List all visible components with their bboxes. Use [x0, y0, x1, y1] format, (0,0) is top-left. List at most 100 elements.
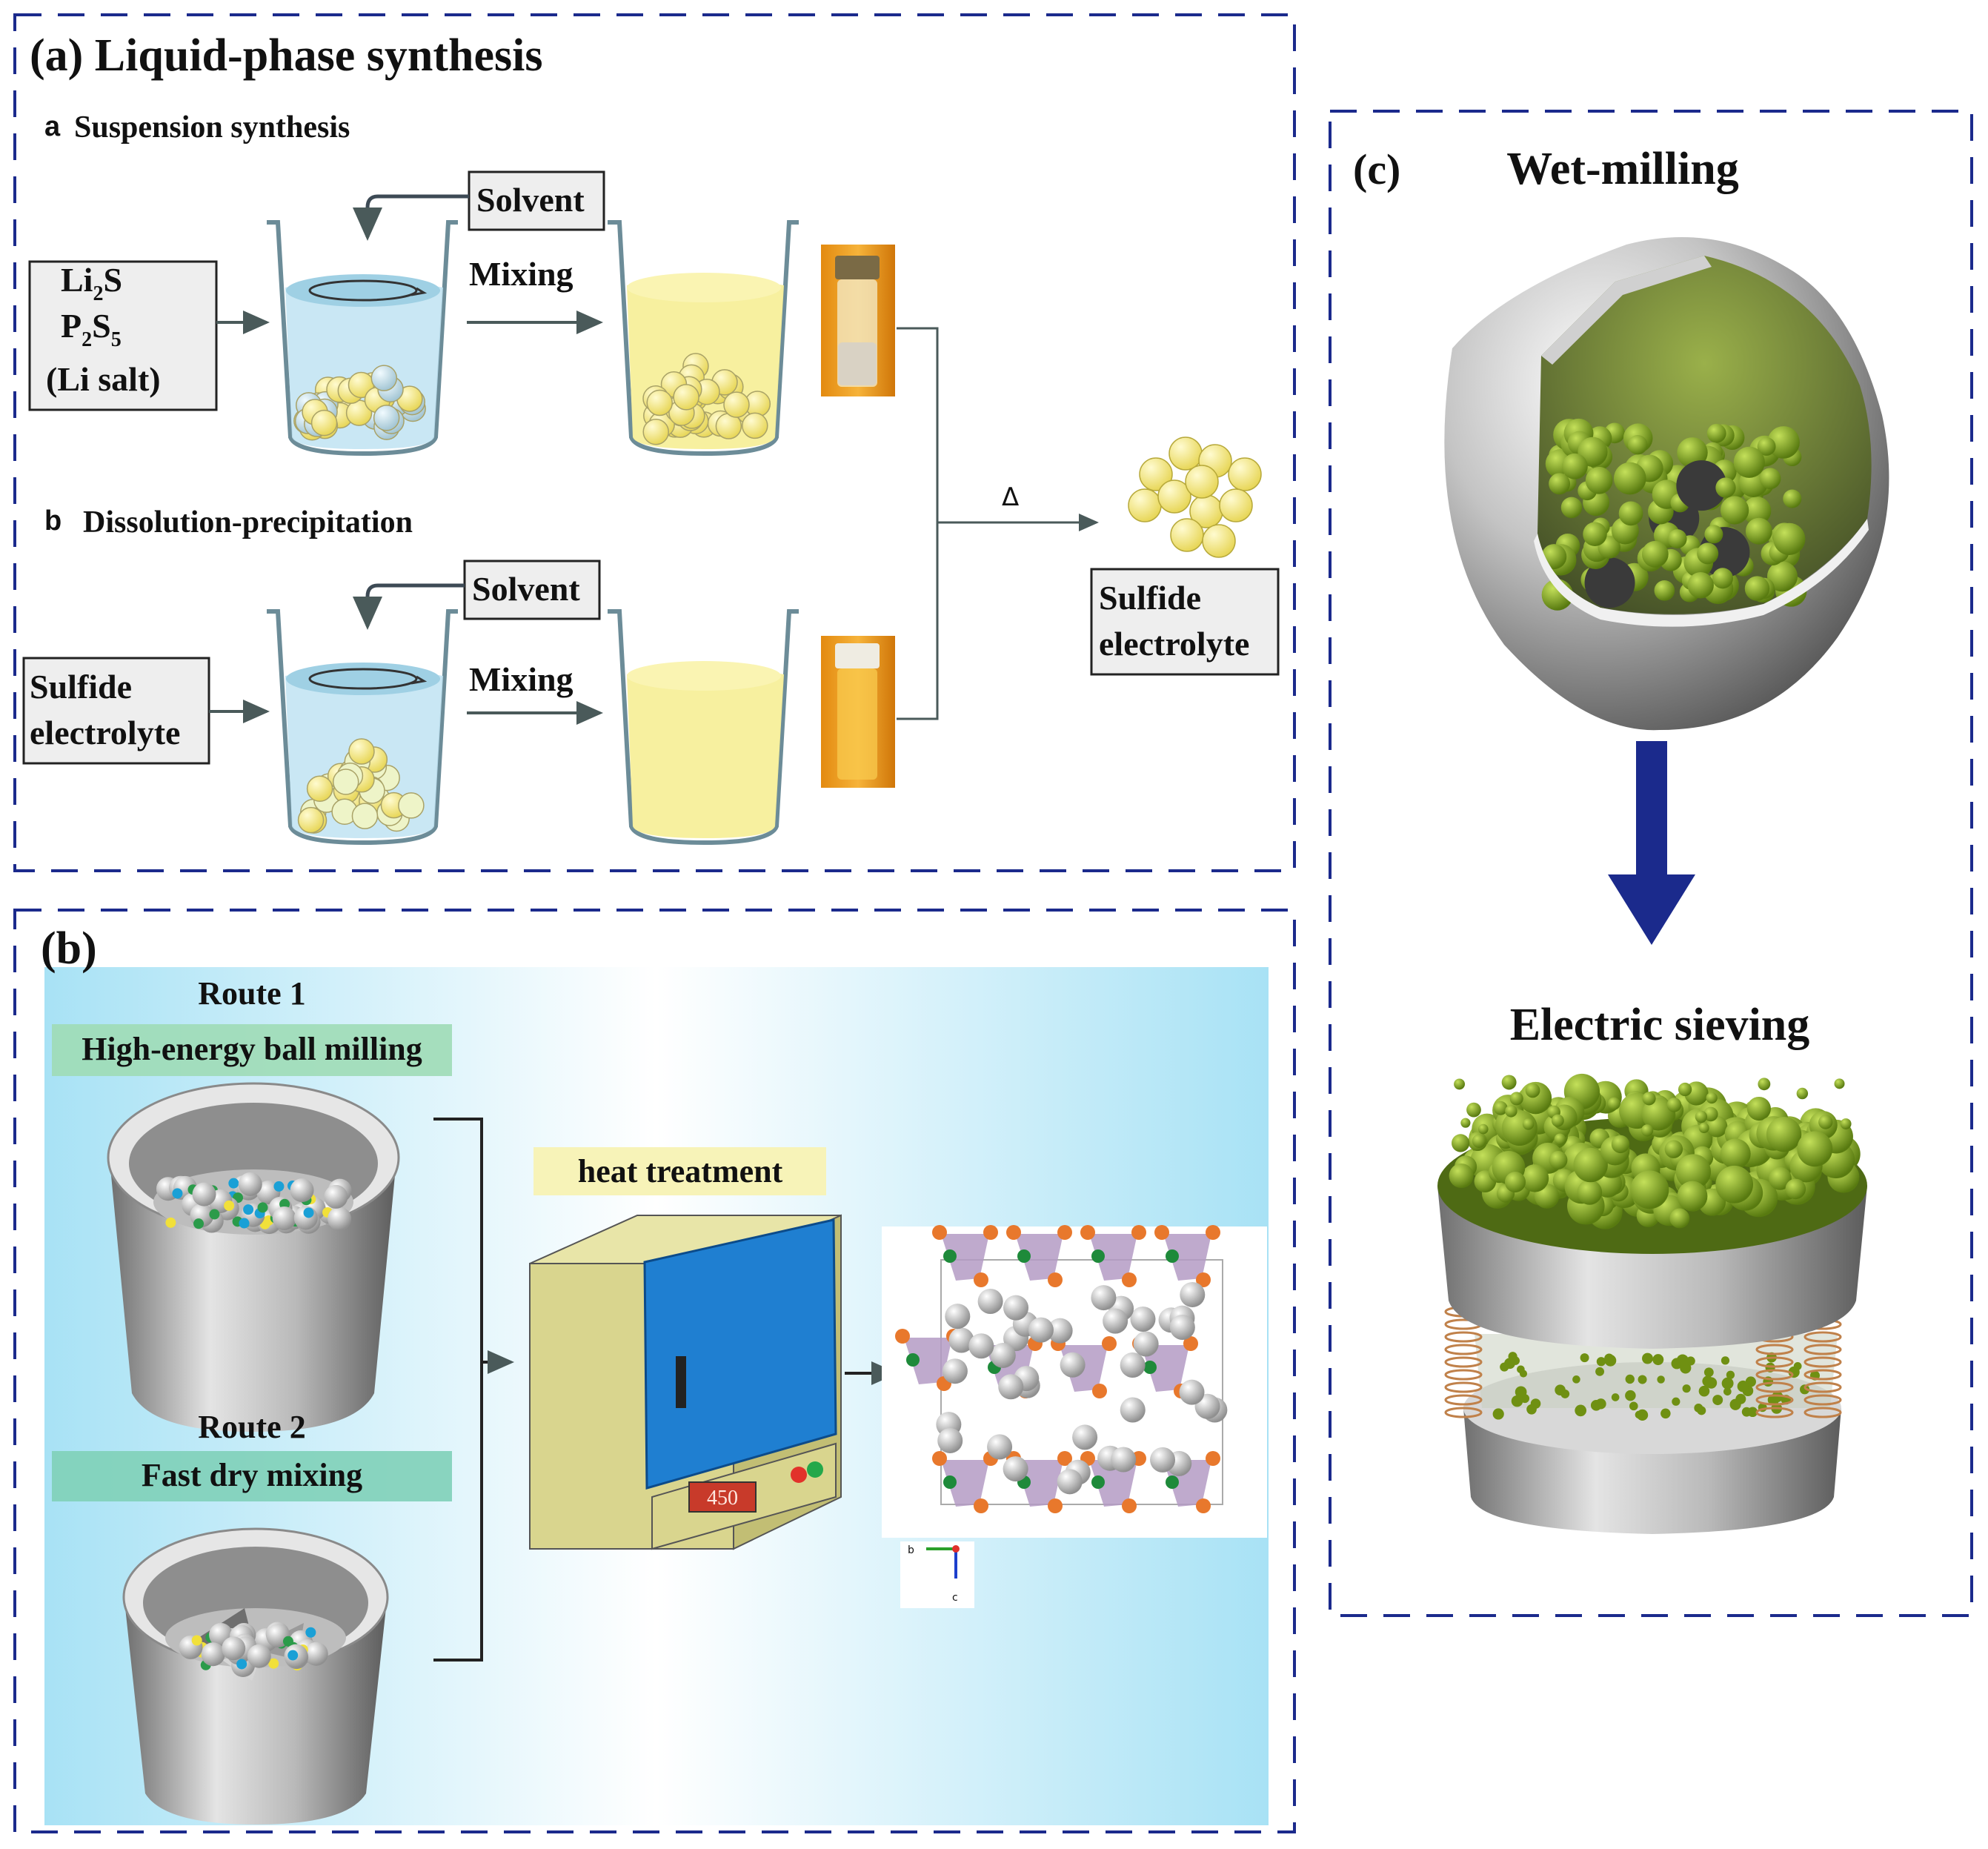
green-particle: [1706, 423, 1726, 443]
falling-particle: [1698, 1385, 1710, 1397]
crystal-structure: b c: [882, 1225, 1267, 1608]
green-particle: [1675, 1154, 1711, 1189]
lithium-atom: [937, 1427, 963, 1453]
mixing-jar-route2: [122, 1527, 389, 1825]
green-particle: [1607, 1097, 1620, 1110]
panel-b-frame: [13, 909, 1296, 1833]
milling-ball: [165, 1217, 176, 1228]
green-particle: [1745, 517, 1772, 545]
falling-particle: [1672, 1397, 1681, 1406]
electrolyte-particle: [398, 792, 425, 819]
green-particle: [1715, 477, 1736, 498]
falling-particle: [1723, 1387, 1732, 1396]
green-particle: [1551, 1114, 1564, 1127]
green-particle: [1766, 1117, 1802, 1152]
green-particle: [1613, 462, 1646, 495]
sulfur-atom: [1206, 1225, 1220, 1240]
solvent-arrow-a: [353, 194, 469, 241]
sulfur-atom: [1122, 1272, 1137, 1287]
milling-ball: [222, 1636, 246, 1661]
milling-jar-route1: [107, 1082, 400, 1432]
spring-coil: [1804, 1331, 1842, 1343]
sulfur-atom: [983, 1225, 998, 1240]
lithium-atom: [945, 1304, 971, 1330]
solvent-box-a: [468, 170, 605, 231]
lithium-atom: [1120, 1352, 1146, 1378]
green-particle: [1758, 1078, 1771, 1091]
product-box: [1090, 568, 1280, 676]
precursor-particle: [370, 365, 398, 391]
electrolyte-particle: [348, 738, 375, 765]
milling-ball: [193, 1218, 205, 1229]
product-particle: [1185, 465, 1219, 499]
sulfur-atom: [1057, 1451, 1072, 1466]
green-particle: [1501, 1075, 1517, 1090]
green-particle: [1834, 1078, 1845, 1089]
product-particle: [1202, 524, 1236, 558]
lithium-atom: [1150, 1447, 1176, 1473]
green-particle: [1766, 561, 1798, 592]
green-particle: [1757, 437, 1776, 456]
lithium-atom: [1111, 1447, 1137, 1473]
green-particle: [1577, 1180, 1603, 1205]
lithium-atom: [1133, 1331, 1159, 1357]
sulfide-input-line1: Sulfide: [30, 668, 132, 706]
falling-particle: [1745, 1376, 1756, 1387]
ps4-tetrahedron: [1089, 1234, 1137, 1281]
green-particle: [1840, 1118, 1852, 1129]
grinding-ball: [1676, 460, 1727, 511]
precursor-box: [28, 260, 218, 411]
falling-particle: [1735, 1393, 1746, 1404]
furnace: 450: [529, 1214, 842, 1550]
milling-ball: [272, 1206, 296, 1231]
ps4-tetrahedron: [904, 1338, 952, 1384]
grinding-ball: [1584, 557, 1635, 608]
route2-method: Fast dry mixing: [142, 1457, 362, 1493]
suspended-particle: [723, 391, 750, 418]
milling-ball: [257, 1202, 268, 1213]
down-arrow: [1608, 741, 1695, 945]
falling-particle: [1526, 1404, 1537, 1415]
green-particle: [1642, 1092, 1656, 1106]
falling-particle: [1511, 1395, 1523, 1407]
lithium-atom: [1180, 1281, 1206, 1307]
sulfur-atom: [1092, 1384, 1107, 1398]
green-particle: [1618, 501, 1643, 526]
green-particle: [1785, 1178, 1806, 1200]
green-particle: [1698, 1122, 1709, 1133]
green-particle: [1640, 1124, 1654, 1137]
panel-b-label: (b): [41, 923, 97, 974]
spring-coil: [1444, 1381, 1483, 1393]
green-particle: [1522, 1118, 1535, 1130]
falling-particle: [1500, 1362, 1509, 1372]
falling-particle: [1517, 1365, 1525, 1374]
falling-particle: [1686, 1356, 1695, 1366]
green-particle: [1664, 1140, 1683, 1158]
electrolyte-particle: [306, 775, 333, 802]
green-particle: [1452, 1134, 1470, 1152]
phosphorus-atom: [1091, 1475, 1105, 1489]
sulfur-atom: [1196, 1498, 1211, 1513]
dissolution-letter: b: [44, 505, 61, 537]
green-particle: [1585, 466, 1613, 494]
milling-ball: [247, 1644, 271, 1668]
green-particle: [1630, 1170, 1669, 1209]
vial-suspension-photo: [821, 245, 895, 396]
falling-particle: [1515, 1386, 1527, 1398]
green-particle: [1554, 1133, 1566, 1145]
axis-b-label: b: [908, 1544, 914, 1556]
falling-particle: [1625, 1390, 1636, 1401]
falling-particle: [1604, 1353, 1615, 1364]
mixing-label-a: Mixing: [469, 255, 574, 293]
milling-ball: [282, 1636, 293, 1647]
green-particle: [1703, 1106, 1718, 1122]
sulfide-input-box: [22, 657, 210, 765]
green-particle: [1611, 1135, 1630, 1154]
falling-particle: [1703, 1367, 1714, 1378]
sulfur-atom: [1131, 1225, 1146, 1240]
precursor-p2s5: P2S5: [61, 307, 122, 351]
heat-label: heat treatment: [578, 1153, 783, 1189]
green-particle: [1477, 1123, 1489, 1135]
solvent-label-a: Solvent: [476, 181, 585, 219]
lithium-atom: [1072, 1424, 1098, 1450]
